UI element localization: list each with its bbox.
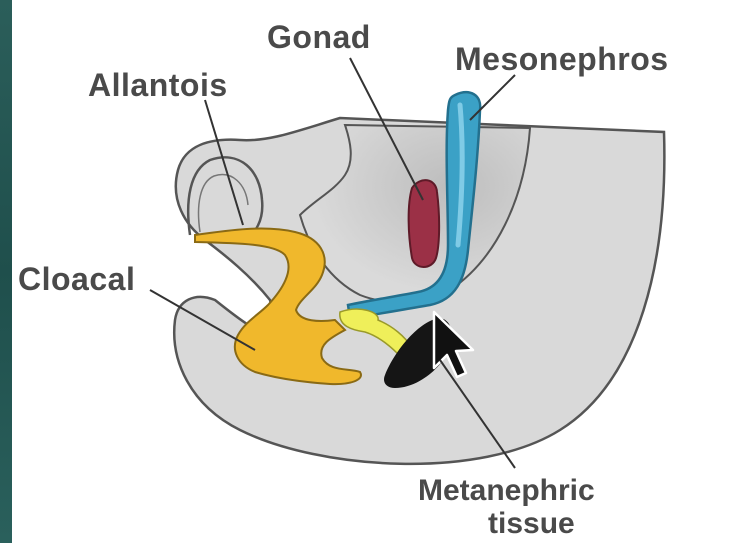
gonad-label: Gonad: [267, 19, 371, 55]
metanephric-label-line1: Metanephric: [418, 474, 595, 507]
mesonephros-label: Mesonephros: [455, 41, 669, 77]
metanephric-label-line2: tissue: [488, 507, 575, 540]
cloacal-label: Cloacal: [18, 261, 135, 297]
allantois-label: Allantois: [88, 67, 228, 103]
gonad-shape: [409, 180, 440, 267]
